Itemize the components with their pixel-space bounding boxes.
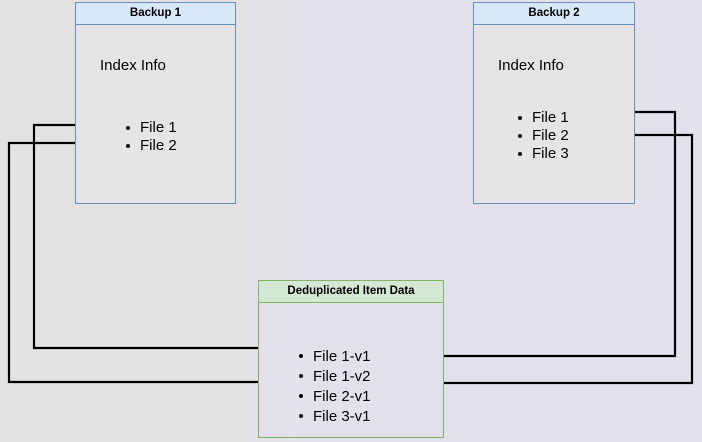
backup1-node[interactable]: Backup 1 Index Info File 1 File 2 [75, 2, 236, 204]
backup2-index-info-label: Index Info [498, 57, 564, 74]
connector-backup2-file1-to-file1v2 [393, 110, 677, 365]
backup1-index-info-label: Index Info [100, 57, 166, 74]
backup1-body: Index Info File 1 File 2 [76, 25, 235, 203]
list-item: File 1 [124, 119, 177, 137]
backup2-node[interactable]: Backup 2 Index Info File 1 File 2 File 3 [473, 2, 635, 204]
list-item: File 2 [124, 137, 177, 155]
backup2-body: Index Info File 1 File 2 File 3 [474, 25, 634, 203]
list-item: File 2-v1 [297, 387, 371, 407]
dedup-item-list: File 1-v1 File 1-v2 File 2-v1 File 3-v1 [297, 347, 371, 427]
list-item: File 2 [516, 127, 569, 145]
list-item: File 1 [516, 109, 569, 127]
list-item: File 3 [516, 145, 569, 163]
dedup-body: File 1-v1 File 1-v2 File 2-v1 File 3-v1 [259, 303, 443, 437]
list-item: File 1-v1 [297, 347, 371, 367]
list-item: File 3-v1 [297, 407, 371, 427]
dedup-title: Deduplicated Item Data [259, 281, 443, 303]
dedup-node[interactable]: Deduplicated Item Data File 1-v1 File 1-… [258, 280, 444, 438]
list-item: File 1-v2 [297, 367, 371, 387]
backup2-file-list: File 1 File 2 File 3 [516, 109, 569, 163]
backup1-title: Backup 1 [76, 3, 235, 25]
backup1-file-list: File 1 File 2 [124, 119, 177, 155]
connector-backup2-file2-to-file2v1 [393, 133, 694, 392]
backup2-title: Backup 2 [474, 3, 634, 25]
connector-backup1-file2-to-file2v1 [7, 141, 300, 391]
